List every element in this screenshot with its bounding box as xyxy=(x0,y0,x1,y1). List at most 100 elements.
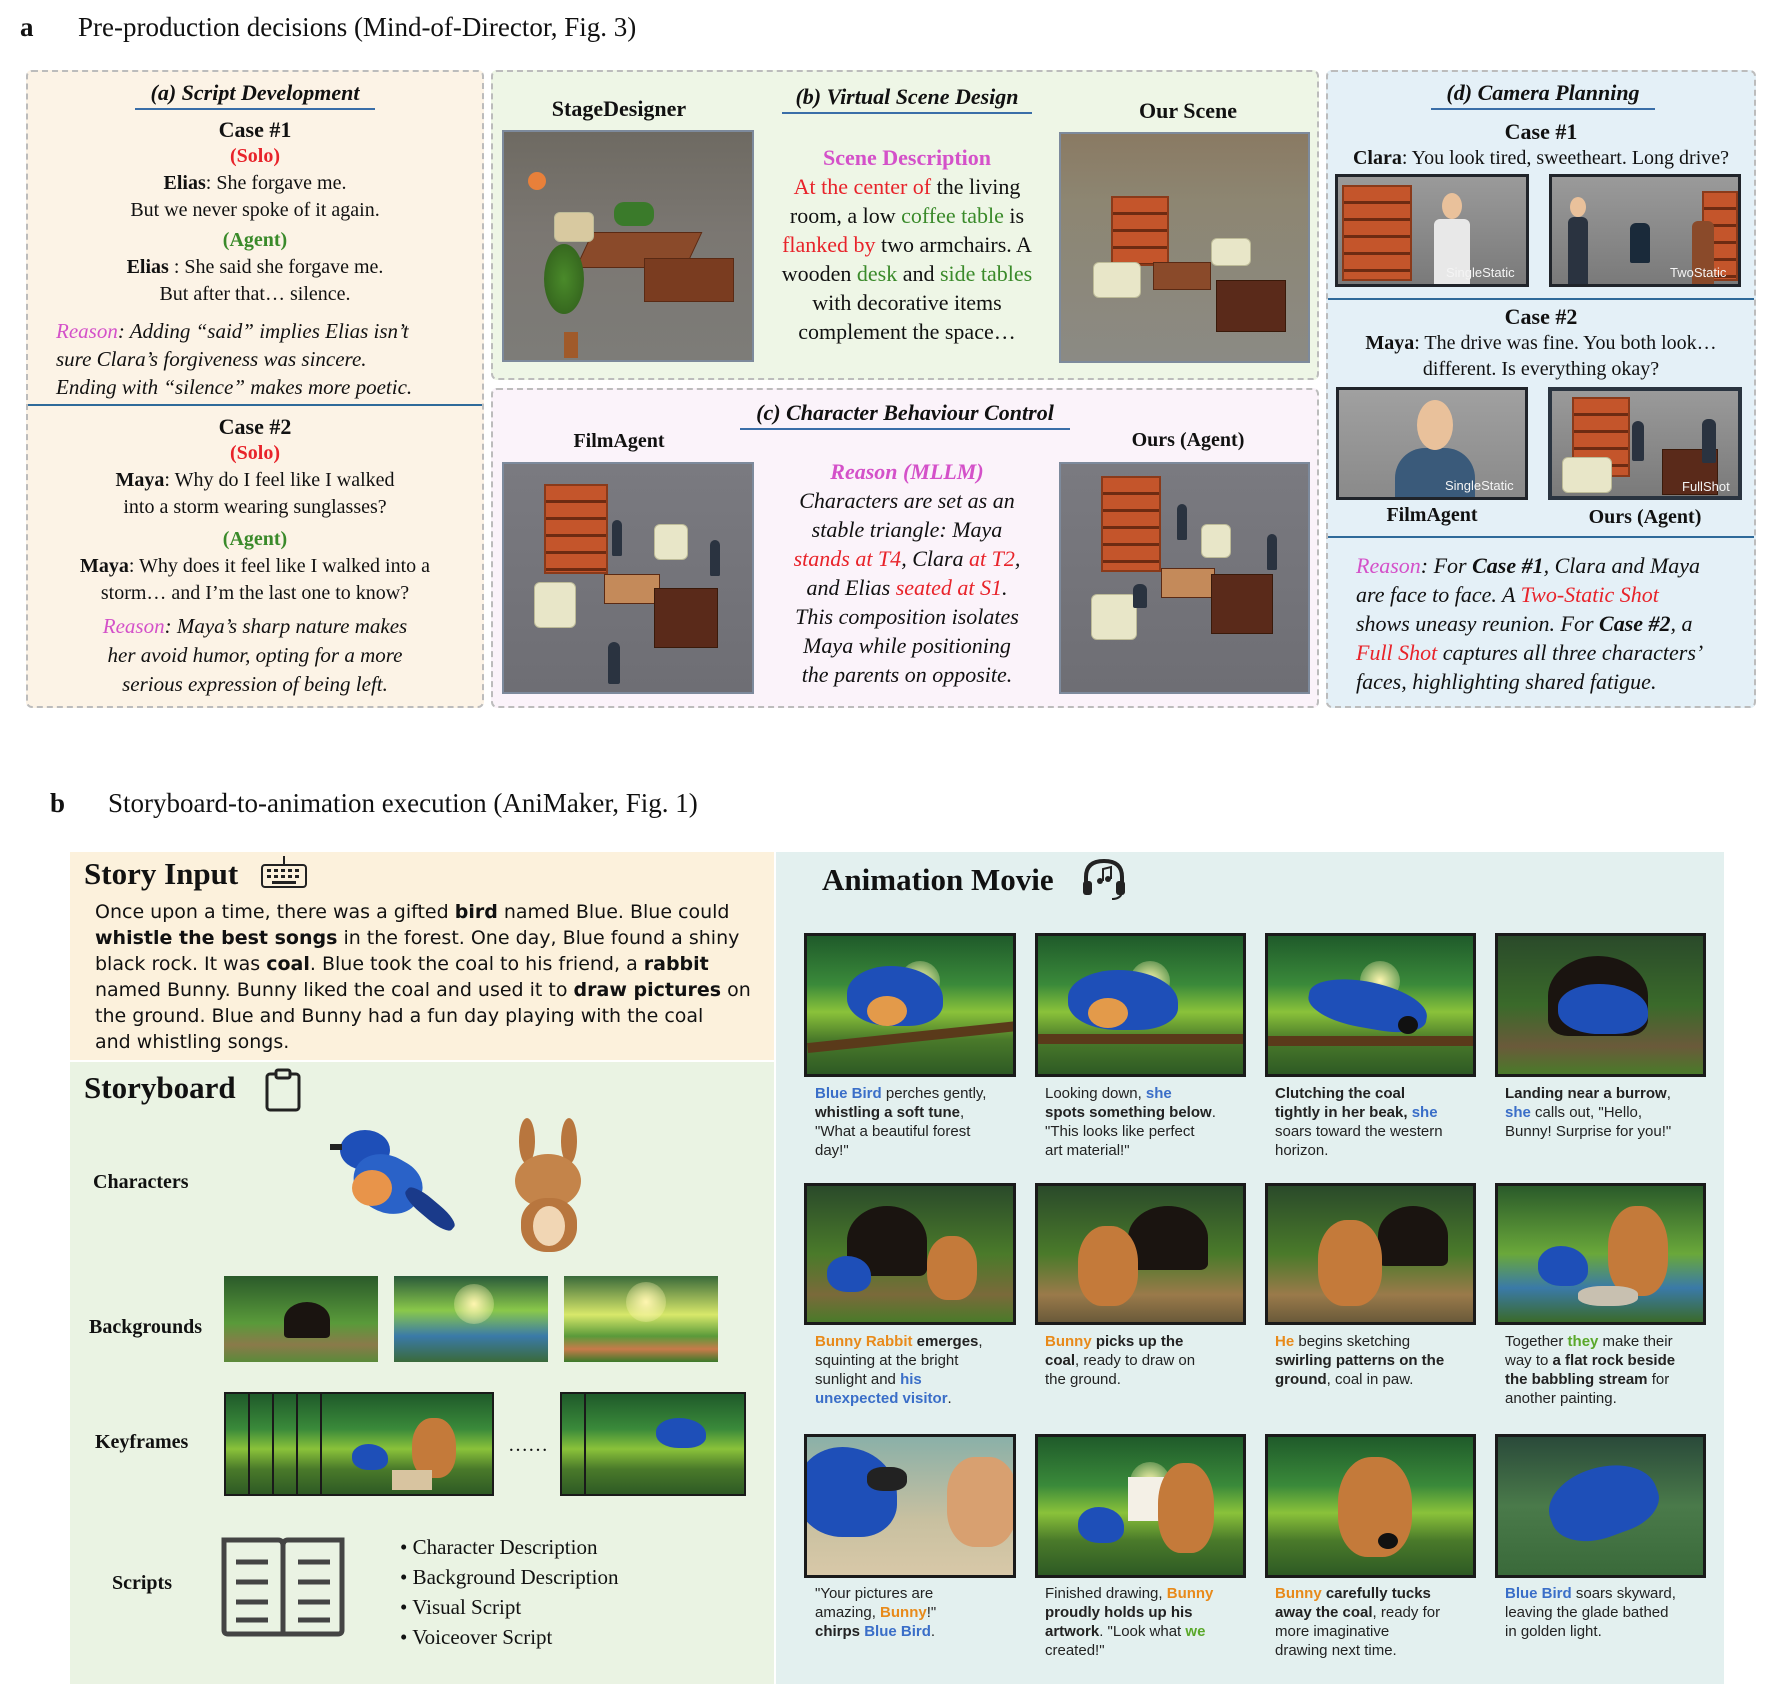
keyframes-ellipsis: …… xyxy=(508,1434,548,1456)
keyframe-stack xyxy=(224,1392,494,1496)
movie-frame-7 xyxy=(1265,1183,1476,1325)
movie-caption-6: Bunny picks up the coal, ready to draw o… xyxy=(1045,1333,1196,1388)
movie-caption-10: Finished drawing, Bunny proudly holds up… xyxy=(1045,1585,1214,1659)
case2-solo-tag: (Solo) xyxy=(230,442,280,464)
movie-frame-9 xyxy=(804,1434,1016,1578)
story-input-box xyxy=(70,852,774,1060)
section-a-caption: Pre-production decisions (Mind-of-Direct… xyxy=(78,12,637,42)
camera-case2: Case #2 Maya: The drive was fine. You bo… xyxy=(1365,304,1717,380)
background-meadow-image xyxy=(564,1276,718,1362)
case1-solo-line2: But we never spoke of it again. xyxy=(130,199,380,221)
camera-case1: Case #1 Clara: You look tired, sweethear… xyxy=(1352,119,1730,169)
headphones-icon xyxy=(1083,858,1125,900)
case2-agent-line1: Maya: Why does it feel like I walked int… xyxy=(79,555,431,577)
backgrounds-label: Backgrounds xyxy=(89,1316,203,1338)
scripts-list: • Character Description • Background Des… xyxy=(400,1532,618,1652)
keyframe-last xyxy=(560,1392,746,1496)
ours-agent-label: Ours (Agent) xyxy=(1131,429,1245,451)
movie-caption-4: Landing near a burrow, she calls out, "H… xyxy=(1505,1085,1672,1140)
behaviour-reason: Reason (MLLM) Characters are set as an s… xyxy=(793,459,1021,687)
bunny-character-image xyxy=(505,1118,595,1258)
case2-reason: Reason: Maya’s sharp nature makes her av… xyxy=(102,614,408,696)
movie-caption-1: Blue Bird perches gently, whistling a so… xyxy=(815,1085,987,1159)
script-case1: Case #1 (Solo) Elias: She forgave me. Bu… xyxy=(30,116,480,308)
section-a-letter: a xyxy=(20,12,34,42)
scripts-item: • Character Description xyxy=(400,1535,598,1559)
section-b-letter: b xyxy=(50,788,66,818)
filmagent-behaviour-image xyxy=(502,462,754,694)
case2-fullshot-shot: FullShot xyxy=(1548,387,1742,500)
stagedesigner-scene-image xyxy=(502,130,754,362)
ours-behaviour-image xyxy=(1059,462,1310,694)
our-scene-image xyxy=(1059,132,1310,363)
camera-reason: Reason: For Case #1, Clara and Maya are … xyxy=(1356,553,1704,694)
story-input-text: Once upon a time, there was a gifted bir… xyxy=(95,901,751,1053)
movie-frame-11 xyxy=(1265,1434,1476,1578)
background-stream-image xyxy=(394,1276,548,1362)
case1-heading: Case #1 xyxy=(218,117,292,142)
movie-frame-10 xyxy=(1035,1434,1246,1578)
case2-solo-line2: into a storm wearing sunglasses? xyxy=(123,496,387,518)
background-burrow-image xyxy=(224,1276,378,1362)
movie-frame-3 xyxy=(1265,933,1476,1077)
case2-heading: Case #2 xyxy=(218,414,292,439)
movie-frame-2 xyxy=(1035,933,1246,1077)
panel-c-title: (c) Character Behaviour Control xyxy=(740,400,1070,430)
characters-label: Characters xyxy=(93,1171,189,1193)
clipboard-icon xyxy=(265,1068,301,1112)
panel-b-title: (b) Virtual Scene Design xyxy=(782,84,1032,114)
case1-singlestatic-shot: SingleStatic xyxy=(1335,174,1529,287)
camera-ours-label: Ours (Agent) xyxy=(1588,506,1702,528)
movie-frame-4 xyxy=(1495,933,1706,1077)
case2-agent-tag: (Agent) xyxy=(222,528,288,550)
movie-frame-1 xyxy=(804,933,1016,1077)
bird-character-image xyxy=(330,1120,470,1260)
storyboard-box xyxy=(70,1062,774,1684)
panel-a-title: (a) Script Development xyxy=(135,80,375,110)
movie-frame-6 xyxy=(1035,1183,1246,1325)
case1-agent-tag: (Agent) xyxy=(222,229,288,251)
movie-caption-3: Clutching the coal tightly in her beak, … xyxy=(1275,1085,1443,1159)
movie-frame-5 xyxy=(804,1183,1016,1325)
movie-frame-12 xyxy=(1495,1434,1706,1578)
section-b-caption: Storyboard-to-animation execution (AniMa… xyxy=(108,788,698,818)
movie-caption-12: Blue Bird soars skyward, leaving the gla… xyxy=(1505,1585,1676,1640)
case1-solo-line1: Elias: She forgave me. xyxy=(163,172,347,194)
case1-agent-line2: But after that… silence. xyxy=(159,283,351,305)
storyboard-heading: Storyboard xyxy=(84,1070,236,1105)
scripts-item: • Visual Script xyxy=(400,1595,522,1619)
panel-d-title: (d) Camera Planning xyxy=(1431,80,1655,110)
camera-filmagent-label: FilmAgent xyxy=(1386,504,1478,526)
case2-singlestatic-shot: SingleStatic xyxy=(1336,387,1528,500)
book-icon xyxy=(221,1537,345,1637)
case1-reason: Reason: Adding “said” implies Elias isn’… xyxy=(56,319,413,399)
case1-solo-tag: (Solo) xyxy=(230,145,280,167)
scripts-item: • Background Description xyxy=(400,1565,619,1589)
filmagent-label: FilmAgent xyxy=(573,430,665,452)
case1-agent-line1: Elias : She said she forgave me. xyxy=(126,256,384,278)
scripts-item: • Voiceover Script xyxy=(400,1625,553,1649)
movie-caption-2: Looking down, she spots something below.… xyxy=(1045,1085,1216,1159)
keyboard-icon xyxy=(261,856,307,888)
animation-movie-heading: Animation Movie xyxy=(822,862,1054,897)
case1-twostatic-shot: TwoStatic xyxy=(1549,174,1741,287)
keyframes-label: Keyframes xyxy=(95,1431,189,1453)
scripts-label: Scripts xyxy=(112,1572,172,1594)
story-input-heading: Story Input xyxy=(84,856,239,891)
stagedesigner-label: StageDesigner xyxy=(551,96,687,121)
movie-caption-5: Bunny Rabbit emerges, squinting at the b… xyxy=(815,1333,983,1407)
movie-caption-8: Together they make their way to a flat r… xyxy=(1505,1333,1676,1407)
panel-script-development xyxy=(26,70,484,708)
our-scene-label: Our Scene xyxy=(1139,98,1237,123)
script-case2: Case #2 (Solo) Maya: Why do I feel like … xyxy=(30,413,480,607)
section-b-title: b Storyboard-to-animation execution (AniM… xyxy=(50,788,698,819)
movie-caption-9: "Your pictures are amazing, Bunny!" chir… xyxy=(815,1585,937,1640)
panel-d-divider-1 xyxy=(1328,298,1754,300)
movie-caption-11: Bunny carefully tucks away the coal, rea… xyxy=(1275,1585,1441,1659)
panel-a-divider xyxy=(28,404,482,406)
section-a-title: a Pre-production decisions (Mind-of-Direc… xyxy=(20,12,636,43)
case2-agent-line2: storm… and I’m the last one to know? xyxy=(100,582,410,604)
movie-caption-7: He begins sketching swirling patterns on… xyxy=(1275,1333,1445,1388)
case2-solo-line1: Maya: Why do I feel like I walked xyxy=(115,469,395,491)
scene-description: Scene Description At the center of the l… xyxy=(781,145,1033,344)
